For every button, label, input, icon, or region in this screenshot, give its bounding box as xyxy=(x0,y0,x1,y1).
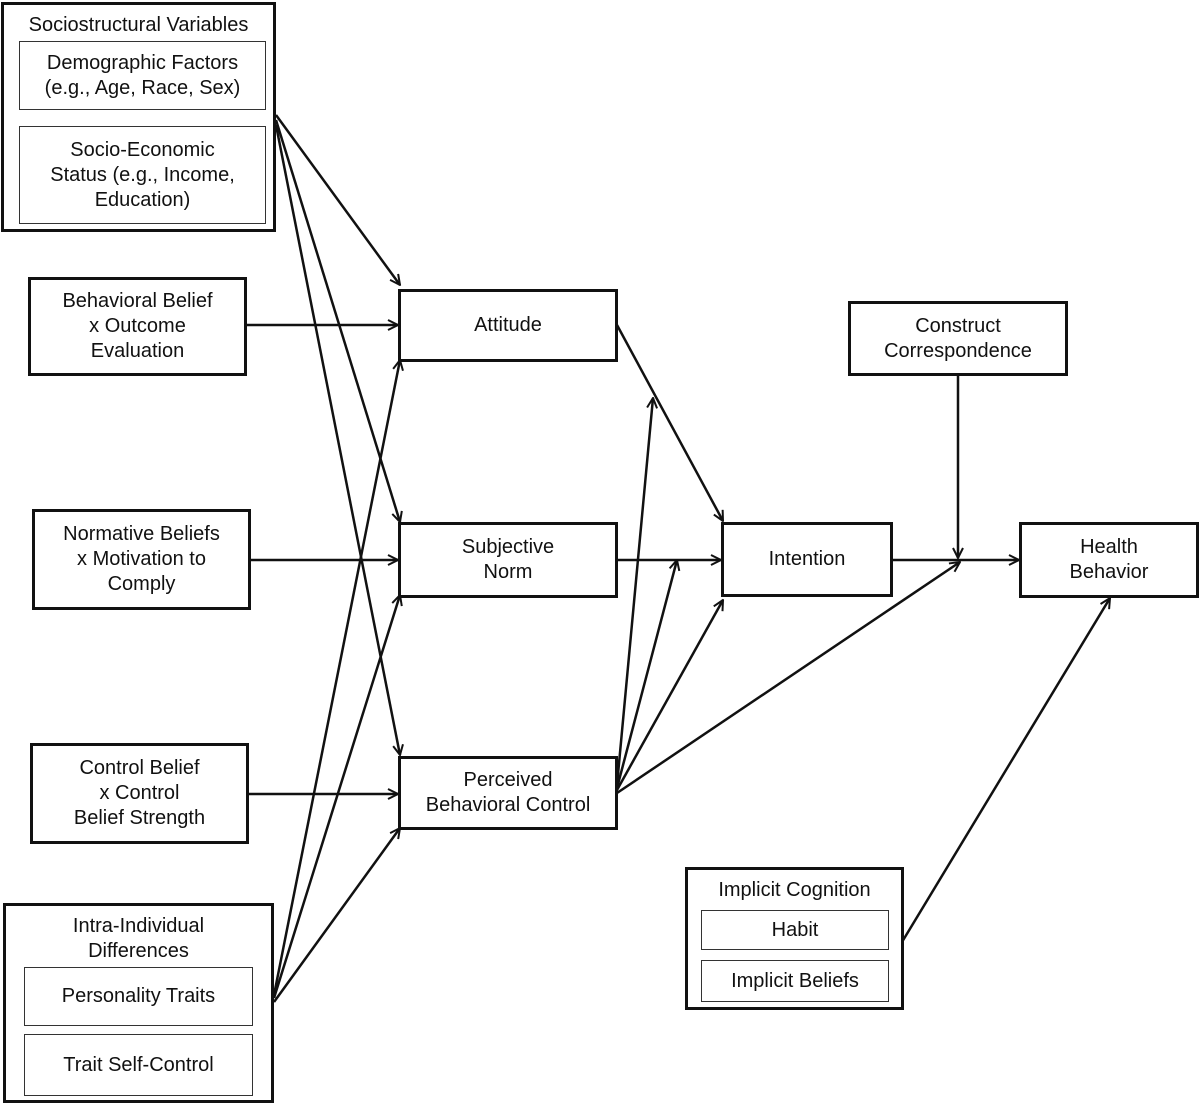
habit-box: Habit xyxy=(701,910,889,950)
arrow-implicit-behavior xyxy=(900,598,1110,943)
intention-label: Intention xyxy=(768,548,846,570)
attitude-label: Attitude xyxy=(474,314,542,336)
intra-individual-title: Intra-Individual Differences xyxy=(72,915,205,962)
socio-economic-label: Socio-Economic Status (e.g., Income, Edu… xyxy=(50,138,235,211)
demographic-factors-box: Demographic Factors (e.g., Age, Race, Se… xyxy=(19,41,266,110)
habit-label: Habit xyxy=(771,918,819,941)
sociostructural-title: Sociostructural Variables xyxy=(28,14,249,36)
arrow-pbc-norm-path xyxy=(615,560,677,789)
subjective-norm-label: Subjective Norm xyxy=(461,536,555,583)
arrow-pbc-intention xyxy=(615,600,725,791)
health-behavior-box: Health Behavior xyxy=(1019,522,1199,598)
trait-self-control-label: Trait Self-Control xyxy=(63,1053,214,1076)
sociostructural-group: Sociostructural Variables Demographic Fa… xyxy=(1,2,276,232)
control-belief-box: Control Belief x Control Belief Strength xyxy=(30,743,249,844)
control-belief-label: Control Belief x Control Belief Strength xyxy=(73,757,206,829)
arrow-socio-attitude xyxy=(274,114,400,285)
perceived-behavioral-control-label: Perceived Behavioral Control xyxy=(425,769,591,816)
intention-box: Intention xyxy=(721,522,893,597)
construct-correspondence-box: Construct Correspondence xyxy=(848,301,1068,376)
attitude-box: Attitude xyxy=(398,289,618,362)
behavioral-belief-label: Behavioral Belief x Outcome Evaluation xyxy=(62,290,213,362)
health-behavior-label: Health Behavior xyxy=(1069,536,1149,583)
demographic-factors-label: Demographic Factors (e.g., Age, Race, Se… xyxy=(44,51,241,99)
implicit-beliefs-box: Implicit Beliefs xyxy=(701,960,889,1002)
construct-correspondence-label: Construct Correspondence xyxy=(884,314,1032,362)
socio-economic-box: Socio-Economic Status (e.g., Income, Edu… xyxy=(19,126,266,224)
arrow-intra-pbc xyxy=(272,828,400,1003)
personality-traits-label: Personality Traits xyxy=(61,985,216,1007)
trait-self-control-box: Trait Self-Control xyxy=(24,1034,253,1096)
arrow-intra-norm xyxy=(272,595,400,999)
implicit-cognition-title: Implicit Cognition xyxy=(718,879,871,901)
arrow-pbc-attitude-path xyxy=(615,398,653,786)
arrow-pbc-intention-behavior-path xyxy=(616,562,960,795)
personality-traits-box: Personality Traits xyxy=(24,967,253,1026)
perceived-behavioral-control-box: Perceived Behavioral Control xyxy=(398,756,618,830)
arrow-intra-attitude xyxy=(272,360,400,996)
subjective-norm-box: Subjective Norm xyxy=(398,522,618,598)
implicit-beliefs-label: Implicit Beliefs xyxy=(731,969,859,992)
arrow-socio-norm xyxy=(274,119,400,522)
arrow-socio-pbc xyxy=(274,124,400,755)
implicit-cognition-group: Implicit Cognition Habit Implicit Belief… xyxy=(685,867,904,1010)
intra-individual-group: Intra-Individual Differences Personality… xyxy=(3,903,274,1103)
behavioral-belief-box: Behavioral Belief x Outcome Evaluation xyxy=(28,277,247,376)
normative-beliefs-label: Normative Beliefs x Motivation to Comply xyxy=(63,523,220,595)
normative-beliefs-box: Normative Beliefs x Motivation to Comply xyxy=(32,509,251,610)
arrow-attitude-intention xyxy=(615,324,725,521)
